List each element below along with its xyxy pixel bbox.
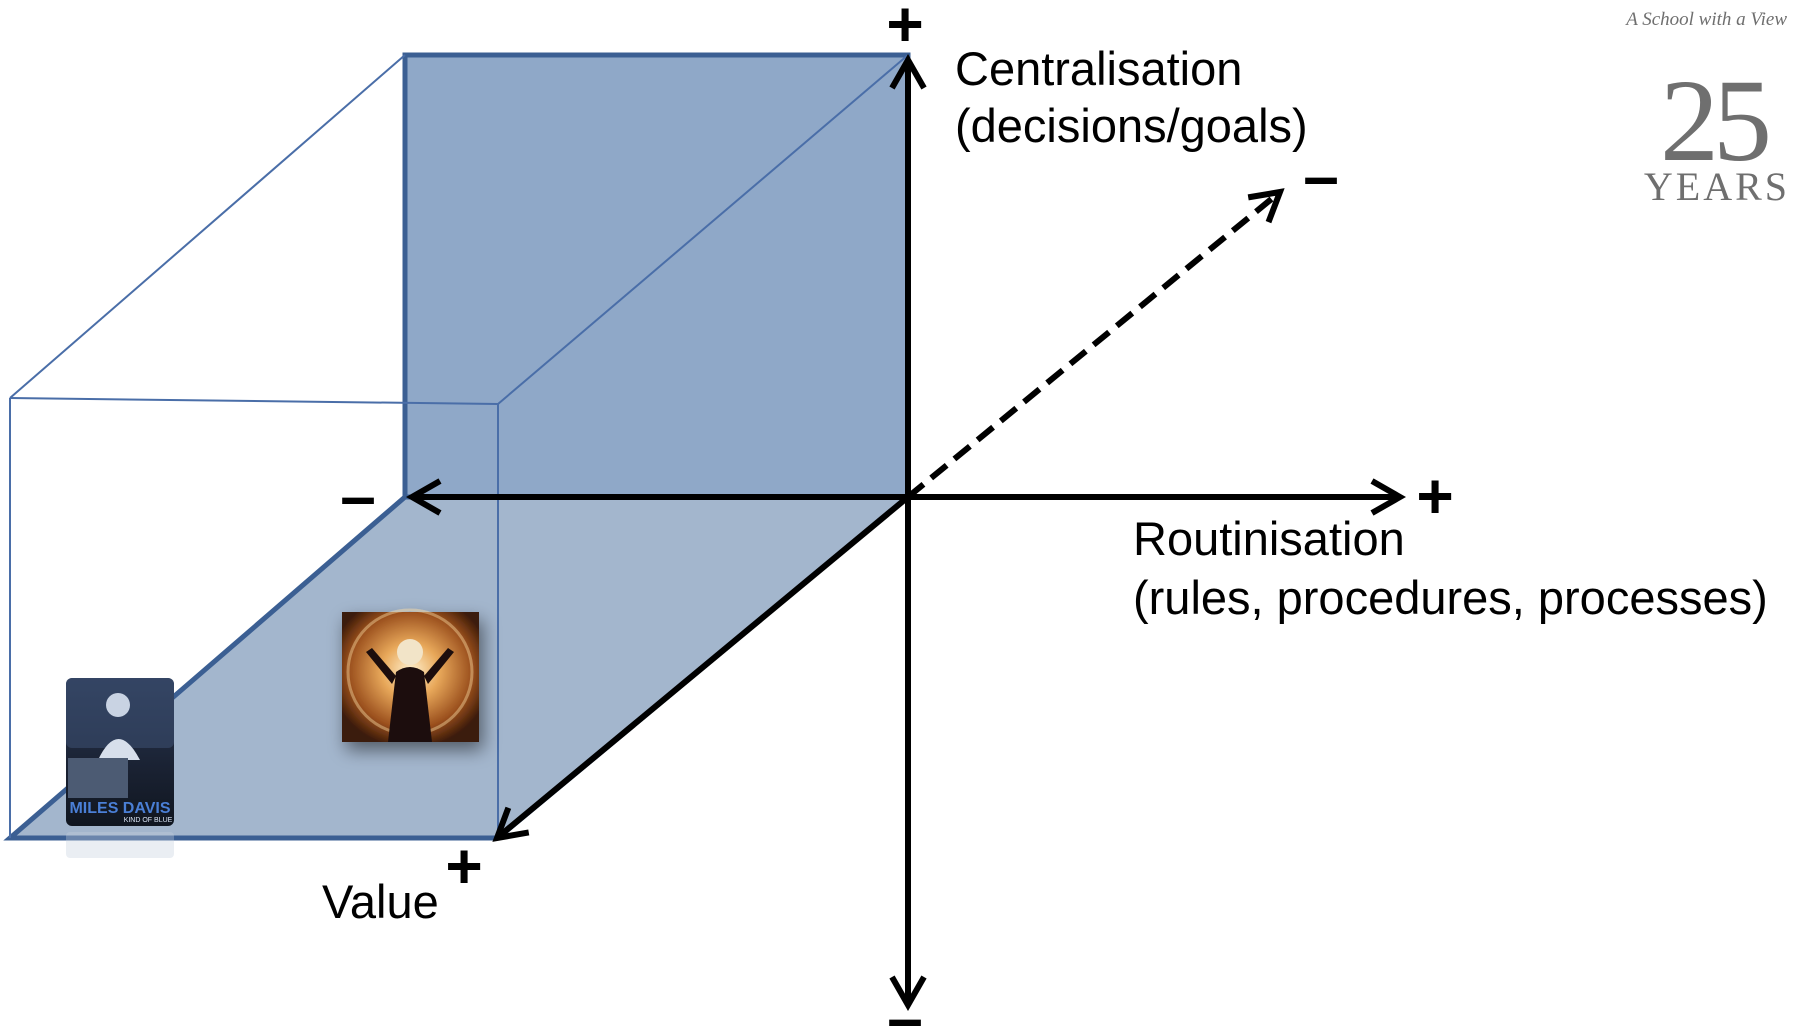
vertical-minus-sign: – — [887, 982, 923, 1030]
svg-text:25: 25 — [1660, 55, 1768, 186]
value-plus-sign: + — [440, 830, 488, 902]
school-25-years-logo: A School with a View 25 YEARS — [1624, 9, 1790, 209]
centralisation-sublabel: (decisions/goals) — [955, 99, 1308, 152]
value-axis — [497, 494, 910, 838]
svg-text:+: + — [445, 830, 482, 902]
centralisation-label: Centralisation — [955, 42, 1242, 95]
conductor-photo — [342, 608, 479, 742]
cube-wireframe — [9, 54, 909, 838]
svg-text:MILES DAVIS: MILES DAVIS — [69, 800, 170, 817]
svg-text:+: + — [886, 0, 923, 60]
album-cover: MILES DAVIS KIND OF BLUE — [66, 678, 174, 858]
back-face-panel — [402, 52, 911, 500]
svg-text:KIND OF BLUE: KIND OF BLUE — [124, 817, 173, 824]
routinisation-label: Routinisation — [1133, 512, 1405, 565]
svg-text:A School with a View: A School with a View — [1624, 9, 1787, 30]
depth-minus-sign: – — [1303, 140, 1339, 212]
svg-text:YEARS: YEARS — [1644, 164, 1790, 209]
horizontal-plus-sign: + — [1416, 460, 1453, 532]
depth-axis-dashed — [906, 192, 1280, 500]
value-label: Value — [322, 875, 439, 928]
vertical-plus-sign: + — [880, 0, 930, 60]
routinisation-sublabel: (rules, procedures, processes) — [1133, 571, 1768, 624]
horizontal-minus-sign: – — [340, 460, 376, 532]
